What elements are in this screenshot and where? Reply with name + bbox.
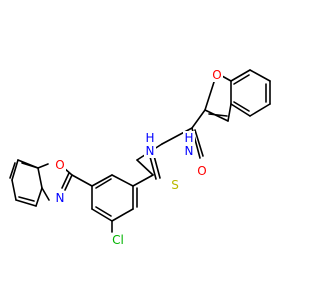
thiourea-nitrogen-label: N <box>146 144 155 158</box>
thiourea-hydrogen-label: H <box>145 131 154 145</box>
atom-labels: O O N H N H S O N Cl <box>54 68 223 247</box>
benzoxazole-oxygen-label: O <box>55 158 64 172</box>
molecule-canvas: O O N H N H S O N Cl <box>9 68 271 247</box>
carbonyl-oxygen-label: O <box>197 164 206 178</box>
bonds <box>9 69 271 233</box>
benzoxazole-nitrogen-label: N <box>56 191 65 205</box>
amide-hydrogen-label: H <box>184 131 193 145</box>
structure-drawing: O O N H N H S O N Cl <box>9 68 271 247</box>
benzofuran-oxygen-label: O <box>212 68 221 82</box>
chlorine-label: Cl <box>112 233 124 247</box>
thione-sulfur-label: S <box>171 178 179 192</box>
amide-nitrogen-label: N <box>185 144 194 158</box>
